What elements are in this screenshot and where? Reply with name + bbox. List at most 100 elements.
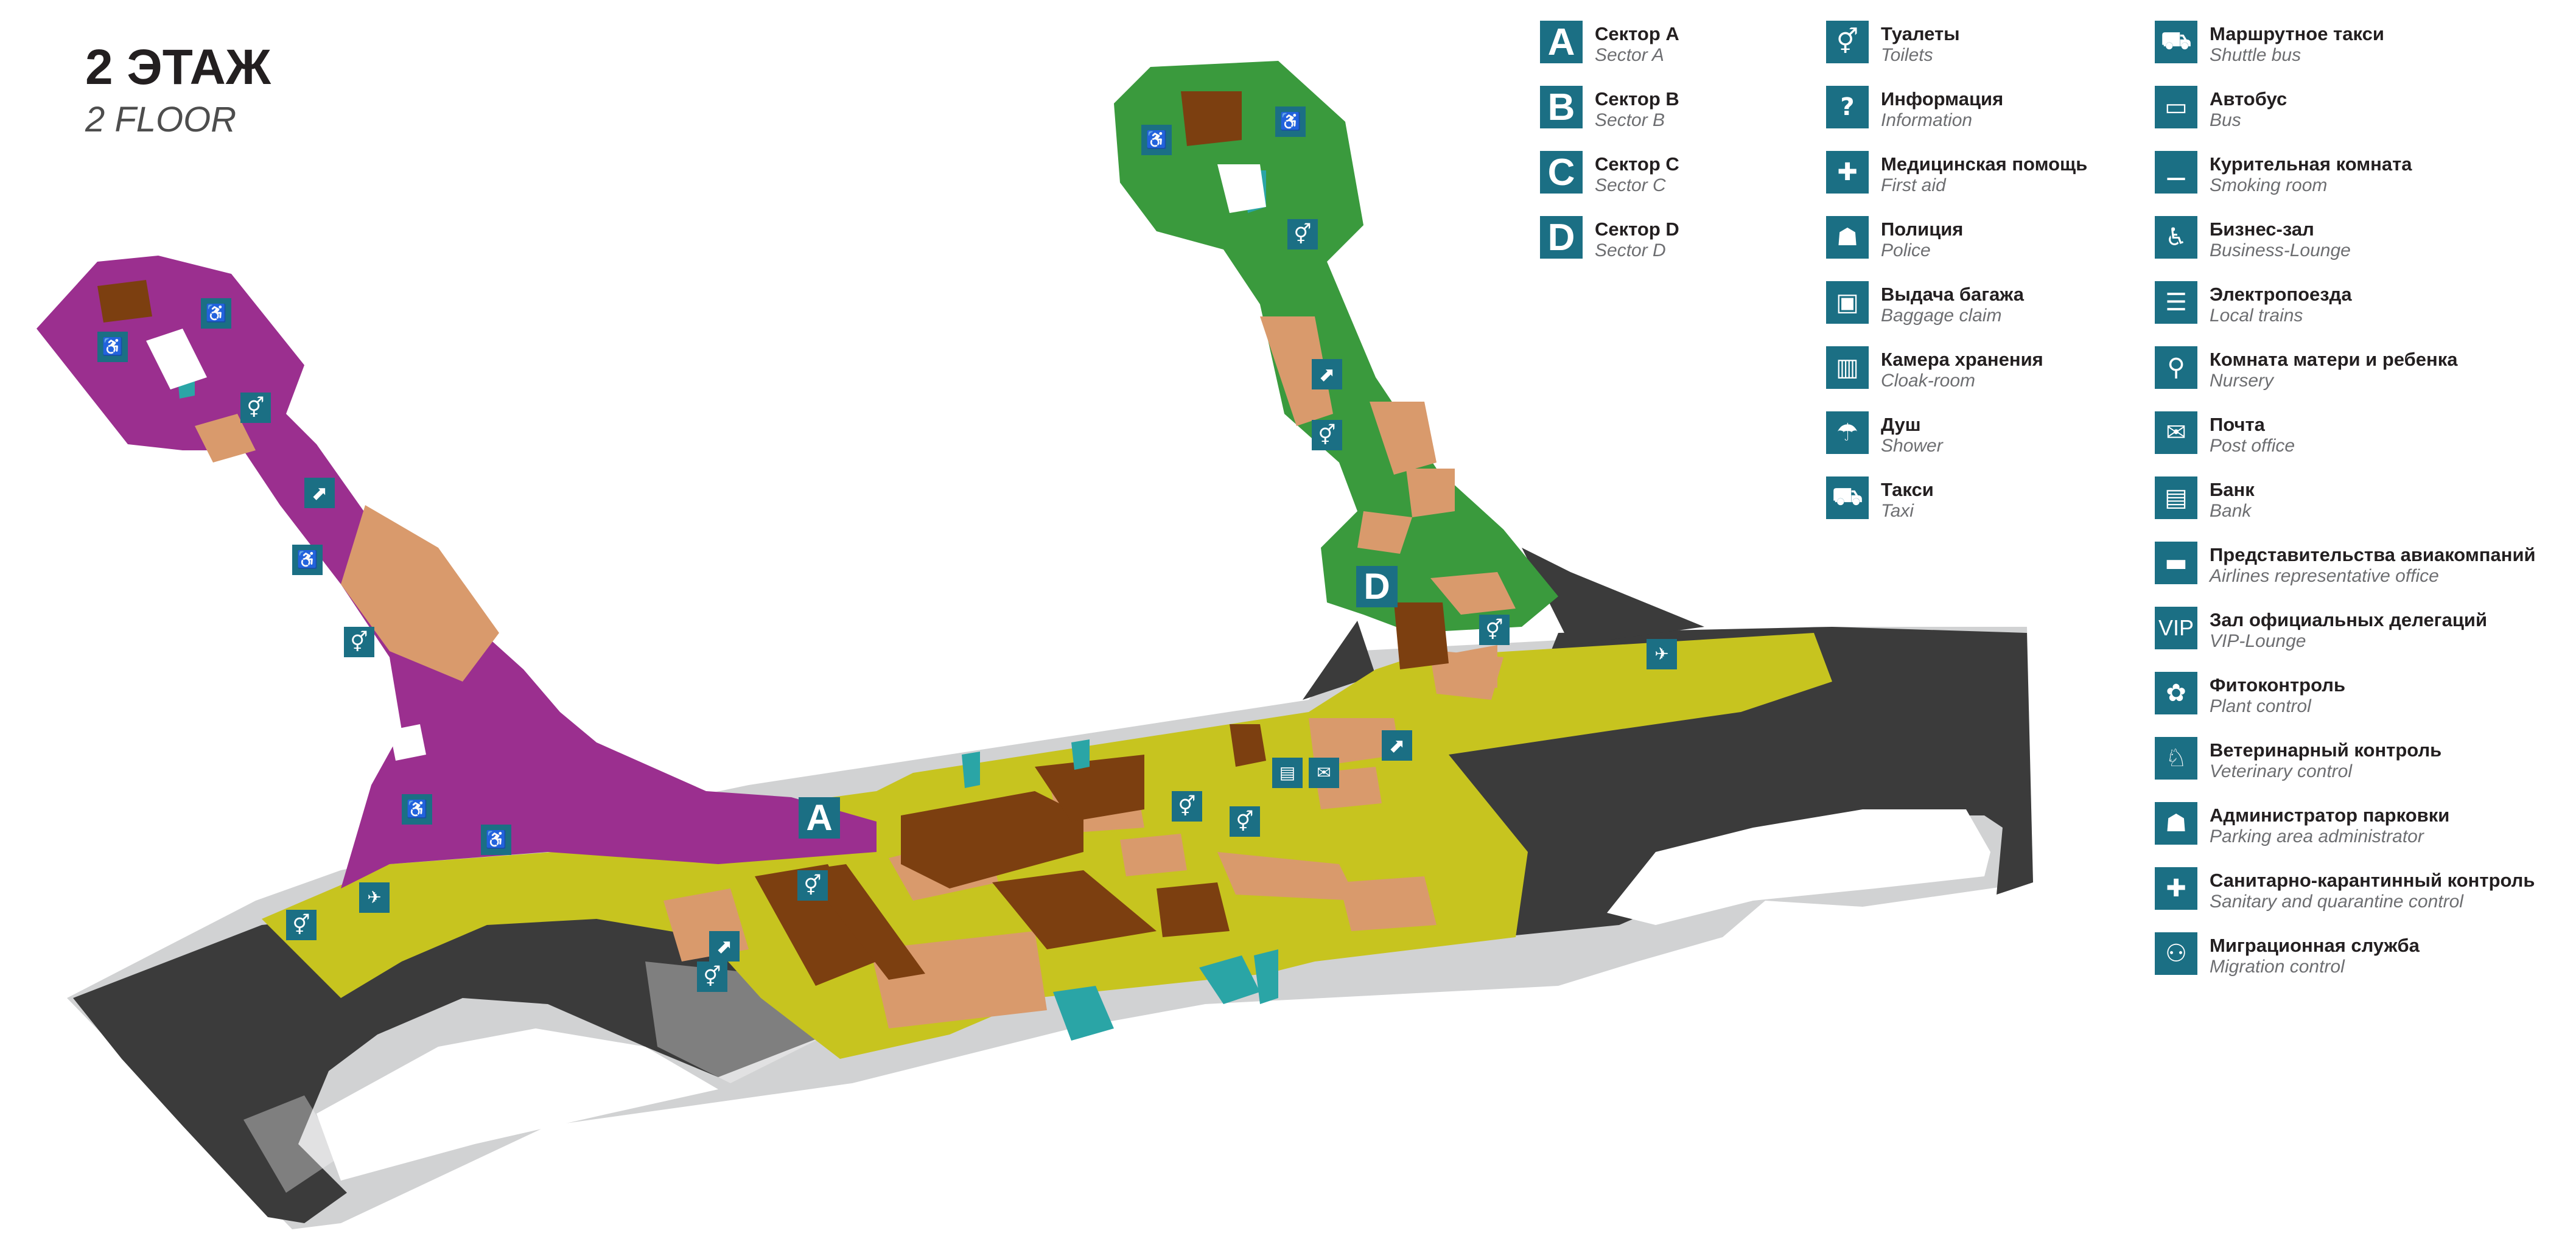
legend-label-en: Sector B [1595, 110, 1665, 130]
legend-label-ru: Сектор C [1595, 153, 1679, 175]
parking-admin-icon: ☗ [2155, 802, 2197, 845]
first-aid-icon: ✚ [1826, 151, 1869, 194]
legend-label-ru: Ветеринарный контроль [2210, 739, 2442, 761]
legend-label-ru: Миграционная служба [2210, 935, 2420, 956]
legend-label-en: Police [1881, 240, 1931, 260]
escalator-icon[interactable]: ⬈ [709, 931, 740, 962]
legend-label-ru: Медицинская помощь [1881, 153, 2088, 175]
legend-label-ru: Представительства авиакомпаний [2210, 544, 2536, 565]
sector-a-marker[interactable]: A [799, 797, 840, 839]
legend-label-en: Cloak-room [1881, 371, 1976, 391]
floor-title: 2 ЭТАЖ [85, 40, 271, 95]
baggage-claim-icon: ▣ [1826, 281, 1869, 324]
legend-label-en: First aid [1881, 175, 1946, 195]
floor-subtitle: 2 FLOOR [85, 100, 237, 139]
toilets-icon[interactable]: ⚥ [1312, 420, 1342, 450]
legend-label-en: Nursery [2210, 371, 2274, 391]
police-icon: ☗ [1826, 216, 1869, 259]
buildings-dark [97, 91, 1449, 986]
toilets-icon[interactable]: ⚥ [1479, 615, 1510, 645]
legend-label-en: Parking area administrator [2210, 826, 2424, 846]
business-lounge-icon[interactable]: ♿ [481, 825, 511, 855]
legend-label-ru: Банк [2210, 479, 2255, 500]
business-lounge-icon[interactable]: ♿ [1141, 125, 1172, 155]
business-lounge-icon[interactable]: ♿ [97, 332, 128, 362]
legend-label-ru: Информация [1881, 88, 2004, 110]
legend-label-en: Taxi [1881, 501, 1914, 521]
sector-d-zone [1114, 61, 1558, 633]
sector-d-marker[interactable]: D [1356, 566, 1398, 607]
legend-label-ru: Сектор A [1595, 23, 1679, 44]
road-right-inner [1607, 809, 1990, 925]
legend-label-en: Plant control [2210, 696, 2311, 716]
shuttle-bus-icon: ⛟ [2155, 21, 2197, 63]
toilets-icon: ⚥ [1826, 21, 1869, 63]
post-office-icon[interactable]: ✉ [1309, 758, 1339, 788]
road-left-inner [317, 1028, 718, 1181]
legend-label-ru: Администратор парковки [2210, 805, 2450, 826]
escalator-icon[interactable]: ⬈ [1312, 359, 1342, 389]
legend-label-en: Sector D [1595, 240, 1666, 260]
legend-label-ru: Почта [2210, 414, 2265, 435]
business-lounge-icon[interactable]: ♿ [292, 545, 323, 575]
legend-label-en: Information [1881, 110, 1973, 130]
toilets-icon[interactable]: ⚥ [1287, 219, 1318, 250]
smoking-room-icon: ⚊ [2155, 151, 2197, 194]
legend-label-en: Sanitary and quarantine control [2210, 892, 2463, 912]
business-lounge-icon[interactable]: ✈ [1647, 639, 1677, 669]
information-icon: ? [1826, 86, 1869, 128]
legend-label-en: Bus [2210, 110, 2241, 130]
legend-label-ru: Маршрутное такси [2210, 23, 2384, 44]
sanitary-control-icon: ✚ [2155, 867, 2197, 910]
business-lounge-icon[interactable]: ♿ [1275, 106, 1306, 137]
toilets-icon[interactable]: ⚥ [797, 870, 828, 901]
vip-lounge-icon: VIP [2155, 607, 2197, 649]
legend-label-en: Smoking room [2210, 175, 2328, 195]
toilets-icon[interactable]: ⚥ [1172, 791, 1202, 822]
legend-label-en: Sector C [1595, 175, 1666, 195]
plant-control-icon: ✿ [2155, 672, 2197, 714]
legend-label-ru: Туалеты [1881, 23, 1960, 44]
shower-icon: ☂ [1826, 411, 1869, 454]
airlines-office-icon: ▬ [2155, 542, 2197, 584]
toilets-icon[interactable]: ⚥ [344, 627, 374, 657]
escalator-icon[interactable]: ⬈ [1382, 730, 1412, 761]
legend-label-en: Migration control [2210, 957, 2345, 977]
legend-label-ru: Сектор B [1595, 88, 1679, 110]
legend-label-ru: Полиция [1881, 218, 1964, 240]
business-lounge-icon[interactable]: ♿ [201, 298, 231, 329]
legend-label-en: Business-Lounge [2210, 240, 2351, 260]
toilets-icon[interactable]: ⚥ [697, 962, 727, 992]
toilets-icon[interactable]: ⚥ [240, 393, 271, 423]
legend-label-en: Post office [2210, 436, 2295, 456]
road-d-shadow [1303, 548, 1704, 700]
legend-label-ru: Фитоконтроль [2210, 674, 2346, 696]
business-lounge-icon: ♿ [2155, 216, 2197, 259]
road-left-hatch [243, 962, 828, 1193]
post-office-icon: ✉ [2155, 411, 2197, 454]
legend-label-ru: Санитарно-карантинный контроль [2210, 870, 2535, 891]
toilets-icon[interactable]: ⚥ [1230, 806, 1260, 837]
veterinary-control-icon: ♘ [2155, 737, 2197, 780]
road-left [73, 913, 828, 1223]
sector-d-marker-label: D [1363, 566, 1390, 607]
void-a-lower [390, 724, 426, 761]
business-lounge-icon[interactable]: ✈ [359, 882, 390, 913]
toilets-icon[interactable]: ⚥ [286, 910, 317, 940]
legend-label-en: VIP-Lounge [2210, 631, 2306, 651]
escalator-icon[interactable]: ⬈ [304, 478, 335, 508]
sector-d-icon: D [1540, 216, 1583, 259]
legend-label-ru: Автобус [2210, 88, 2287, 110]
legend-label-ru: Камера хранения [1881, 349, 2043, 370]
legend-label-en: Airlines representative office [2210, 566, 2439, 586]
cloak-room-icon: ▥ [1826, 346, 1869, 389]
taxi-icon: ⛟ [1826, 476, 1869, 519]
void-a [146, 329, 207, 389]
business-lounge-icon[interactable]: ♿ [402, 794, 432, 825]
nursery-icon: ⚲ [2155, 346, 2197, 389]
legend-label-ru: Электропоезда [2210, 284, 2352, 305]
bank-icon[interactable]: ▤ [1272, 758, 1303, 788]
legend-label-ru: Бизнес-зал [2210, 218, 2314, 240]
legend-label-en: Toilets [1881, 45, 1933, 65]
